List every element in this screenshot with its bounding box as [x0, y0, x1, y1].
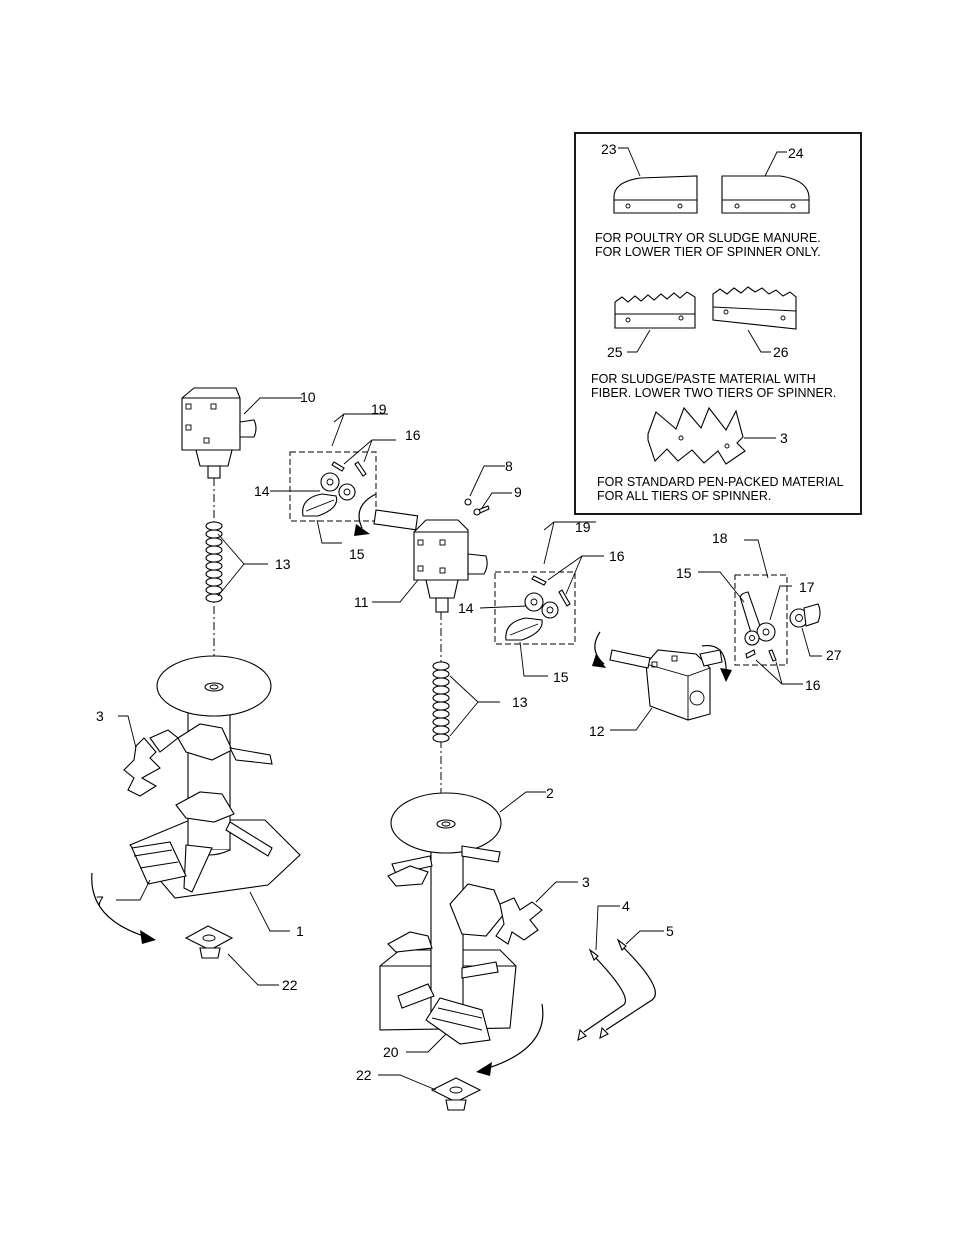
blade-24	[722, 176, 809, 213]
callout-19-middle: 19	[575, 519, 591, 535]
callout-22-left: 22	[282, 977, 298, 993]
callout-3-inset: 3	[780, 430, 788, 446]
gearbox-10	[182, 388, 256, 478]
callout-15-right: 15	[676, 565, 692, 581]
callout-25: 25	[607, 344, 623, 360]
callout-18: 18	[712, 530, 728, 546]
callout-27: 27	[826, 647, 842, 663]
callout-16-middle: 16	[609, 548, 625, 564]
callout-20: 20	[383, 1044, 399, 1060]
grease-hose-5	[600, 940, 655, 1038]
callout-13-left: 13	[275, 556, 291, 572]
bolt-9	[474, 506, 489, 515]
callout-16-right: 16	[805, 677, 821, 693]
mount-plate-22-center	[432, 1078, 480, 1110]
nut-8	[465, 499, 471, 505]
callout-15-middle: 15	[553, 669, 569, 685]
callout-2: 2	[546, 785, 554, 801]
gearbox-12	[610, 650, 722, 720]
callout-22-center: 22	[356, 1067, 372, 1083]
sprocket-27	[790, 604, 820, 627]
callout-5: 5	[666, 923, 674, 939]
callout-14-upper: 14	[254, 483, 270, 499]
callout-16-upper: 16	[405, 427, 421, 443]
callout-24: 24	[788, 145, 804, 161]
left-spinner-assembly	[92, 388, 300, 958]
spinner-1	[124, 656, 300, 898]
sprocket-chain-box-upper	[290, 452, 376, 521]
callout-13-center: 13	[512, 694, 528, 710]
note-poultry-2: FOR LOWER TIER OF SPINNER ONLY.	[595, 245, 821, 259]
callout-12: 12	[589, 723, 605, 739]
grease-hose-4	[578, 950, 626, 1040]
washer-stack-13-center	[433, 662, 449, 742]
spinner-2	[380, 793, 542, 1044]
callout-9: 9	[514, 484, 522, 500]
gearbox-11	[374, 510, 487, 612]
callout-10: 10	[300, 389, 316, 405]
callout-4: 4	[622, 898, 630, 914]
washer-stack-13-left	[206, 522, 222, 602]
callout-8: 8	[505, 458, 513, 474]
callout-3-left: 3	[96, 708, 104, 724]
callout-23: 23	[601, 141, 617, 157]
callout-15-upper: 15	[349, 546, 365, 562]
callout-7: 7	[96, 893, 104, 909]
callout-19-upper: 19	[371, 401, 387, 417]
note-standard-1: FOR STANDARD PEN-PACKED MATERIAL	[597, 475, 844, 489]
note-standard-2: FOR ALL TIERS OF SPINNER.	[597, 489, 771, 503]
blade-23	[614, 176, 697, 213]
note-sludge-2: FIBER. LOWER TWO TIERS OF SPINNER.	[591, 386, 836, 400]
callout-1: 1	[296, 923, 304, 939]
callout-11: 11	[354, 594, 369, 610]
callout-26: 26	[773, 344, 789, 360]
note-sludge-1: FOR SLUDGE/PASTE MATERIAL WITH	[591, 372, 816, 386]
sprocket-chain-box-middle	[495, 572, 575, 644]
blade-options-inset: 23 24 25 26 3 FOR POULTRY OR SLUDGE MANU…	[575, 133, 861, 514]
callout-3-center: 3	[582, 874, 590, 890]
note-poultry-1: FOR POULTRY OR SLUDGE MANURE.	[595, 231, 821, 245]
mount-plate-22-left	[186, 926, 232, 958]
callout-17: 17	[799, 579, 815, 595]
callout-14-middle: 14	[458, 600, 474, 616]
